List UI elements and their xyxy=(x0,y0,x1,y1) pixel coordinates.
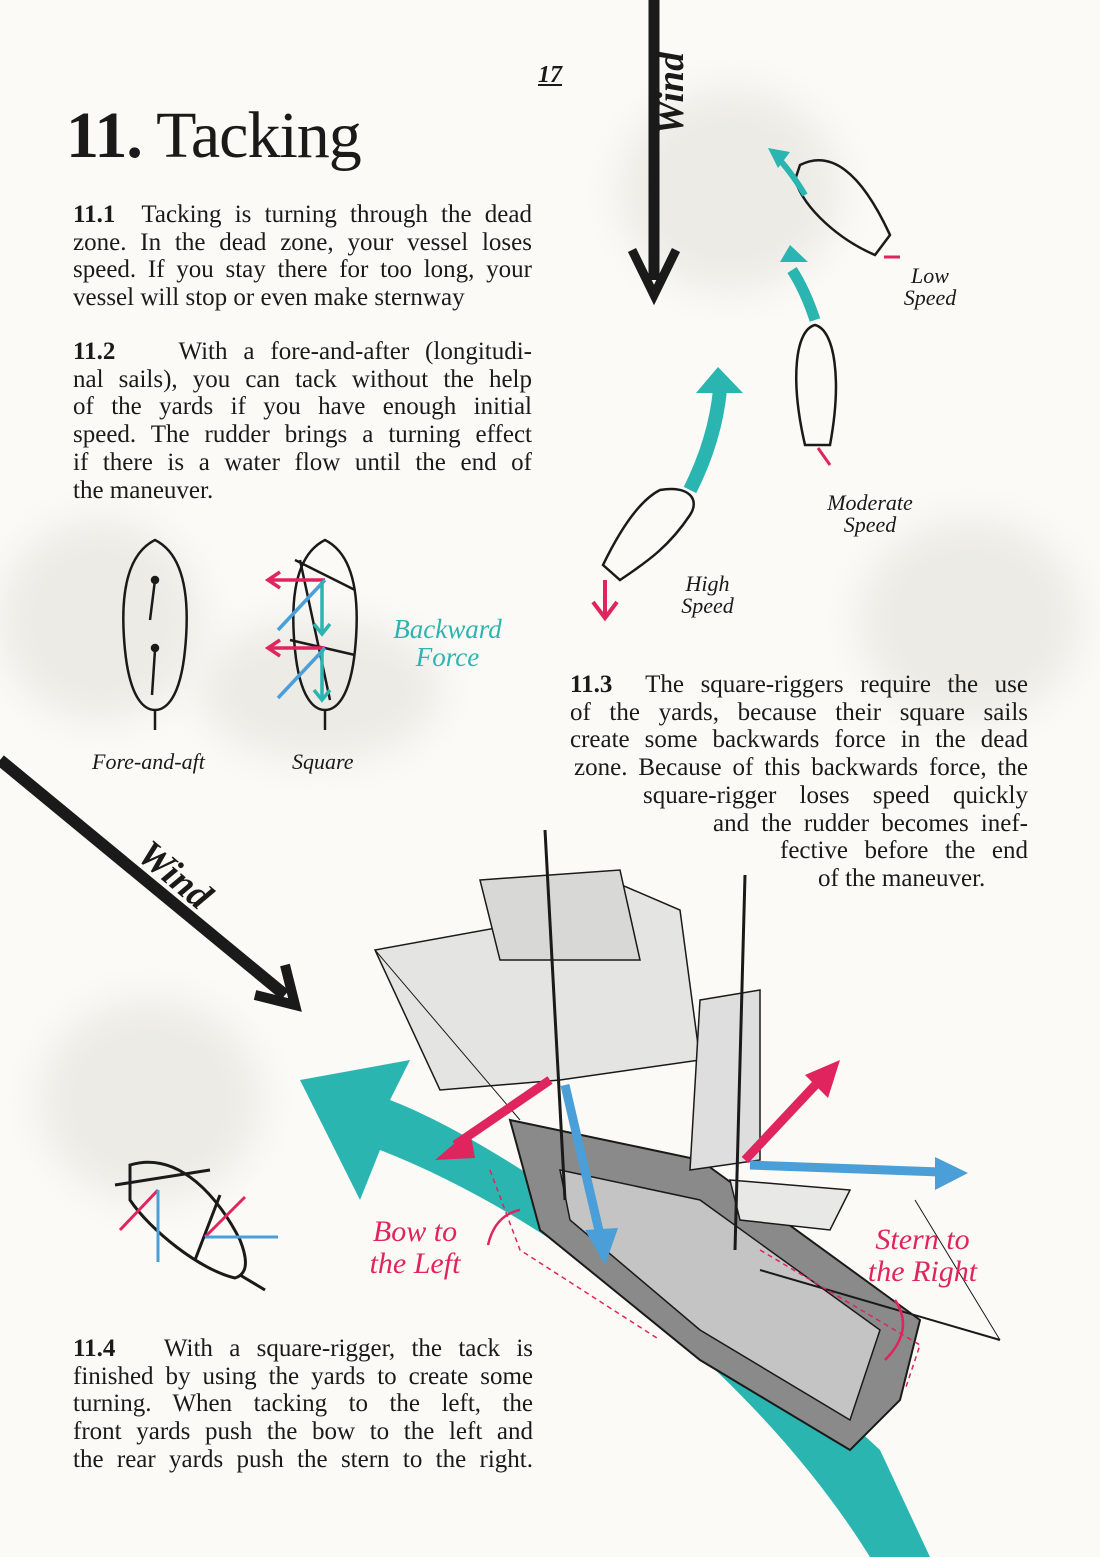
text-line: With a square-rigger, the tack is xyxy=(163,1335,533,1362)
watercolor-blob xyxy=(0,520,200,720)
wind-arrow-down xyxy=(627,0,681,306)
text-line: Tacking is turning through the dead xyxy=(141,201,532,228)
text-line: of the maneuver. xyxy=(818,864,986,892)
section-11-1: 11.1 Tacking is turning through the dead… xyxy=(73,201,532,312)
section-11-3: 11.3 The square-riggers require the use … xyxy=(570,671,1028,893)
page-title: 11. Tacking xyxy=(66,98,362,174)
text-line: nal sails), you can tack without the hel… xyxy=(73,365,532,393)
text-line: finished by using the yards to create so… xyxy=(73,1362,533,1390)
section-11-4: 11.4 With a square-rigger, the tack is f… xyxy=(73,1335,533,1474)
text-line: The square-riggers require the use xyxy=(645,671,1028,698)
text-line: of the yards, because their square sails xyxy=(570,698,1028,726)
fore-and-aft-label: Fore-and-aft xyxy=(92,749,205,774)
text-line: fective before the end xyxy=(780,837,1028,865)
text-line: vessel will stop or even make sternway xyxy=(73,284,465,312)
text-line: if there is a water flow until the end o… xyxy=(73,448,532,476)
text-line: create some backwards force in the dead xyxy=(570,726,1028,754)
boat-fore-and-aft xyxy=(122,538,188,730)
text-line: of the yards if you have enough initial xyxy=(73,393,532,421)
title-text: Tacking xyxy=(156,99,362,172)
section-number: 11.4 xyxy=(73,1335,116,1362)
watercolor-blob xyxy=(200,620,440,760)
square-label: Square xyxy=(292,749,354,774)
text-line: and the rudder becomes inef- xyxy=(713,809,1028,837)
page-number: 17 xyxy=(538,62,562,88)
text-line: zone. Because of this backwards force, t… xyxy=(574,754,1028,782)
boat-tack-diagram xyxy=(114,1160,278,1292)
watercolor-blob xyxy=(860,520,1080,720)
text-line: With a fore-and-after (longitudi- xyxy=(178,338,532,365)
text-line: turning. When tacking to the left, the xyxy=(73,1390,533,1418)
turning-path xyxy=(300,1060,930,1557)
boat-square xyxy=(289,538,358,730)
wind-label-top: Wind xyxy=(650,51,692,135)
text-line: square-rigger loses speed quickly xyxy=(643,781,1028,809)
wind-arrow-diagonal xyxy=(0,755,302,1012)
force-arrows xyxy=(264,570,332,703)
section-11-2: 11.2 With a fore-and-after (longitudi- n… xyxy=(73,338,532,504)
section-number: 11.3 xyxy=(570,671,613,698)
boat-low-speed xyxy=(793,159,892,257)
square-rigger-ship xyxy=(373,829,1001,1452)
text-line: zone. In the dead zone, your vessel lose… xyxy=(73,228,532,256)
boat-moderate-speed xyxy=(795,323,838,447)
watercolor-blob xyxy=(40,1000,260,1200)
section-number: 11. xyxy=(66,99,143,172)
section-number: 11.2 xyxy=(73,338,116,365)
text-line: speed. If you stay there for too long, y… xyxy=(73,256,532,284)
text-line: front yards push the bow to the left and xyxy=(73,1418,533,1446)
text-line: speed. The rudder brings a turning effec… xyxy=(73,421,532,449)
text-line: the maneuver. xyxy=(73,476,214,504)
boat-high-speed xyxy=(601,487,695,582)
text-line: the rear yards push the stern to the rig… xyxy=(73,1445,533,1473)
section-number: 11.1 xyxy=(73,201,116,228)
ship-force-arrows xyxy=(435,1060,968,1361)
